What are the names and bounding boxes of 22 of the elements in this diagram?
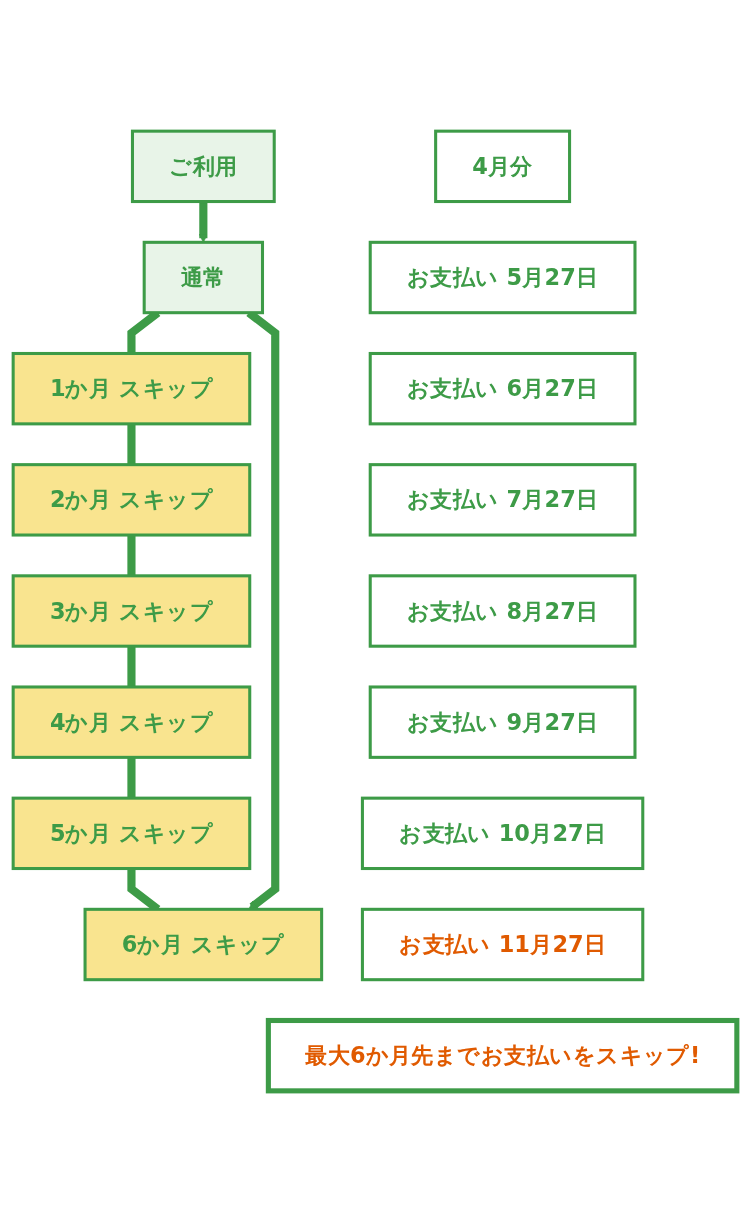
- node-box: お支払い 7月27日: [368, 463, 637, 537]
- node-box: お支払い 8月27日: [368, 574, 637, 648]
- node-box: お支払い 5月27日: [368, 240, 637, 315]
- node-box: ご利用: [130, 129, 276, 204]
- arrow: [198, 201, 208, 243]
- node-box: 5か月 スキップ: [11, 796, 252, 871]
- node-box: 4か月 スキップ: [11, 685, 252, 759]
- node-box: お支払い 9月27日: [368, 685, 637, 759]
- node-box: 6か月 スキップ: [83, 907, 324, 982]
- node-box: 1か月 スキップ: [11, 351, 252, 426]
- connector: [127, 646, 136, 687]
- node-box: 最大6か月先までお支払いをスキップ!: [265, 1017, 740, 1094]
- node-box: 4月分: [434, 129, 572, 204]
- node-box: お支払い 6月27日: [368, 351, 637, 426]
- node-box: お支払い 10月27日: [360, 796, 645, 871]
- node-box: 3か月 スキップ: [11, 574, 252, 648]
- connector: [127, 535, 136, 576]
- node-box: 2か月 スキップ: [11, 463, 252, 537]
- node-box: 通常: [142, 240, 265, 315]
- connector: [127, 423, 136, 465]
- connector: [127, 757, 136, 799]
- node-box: お支払い 11月27日: [360, 907, 645, 982]
